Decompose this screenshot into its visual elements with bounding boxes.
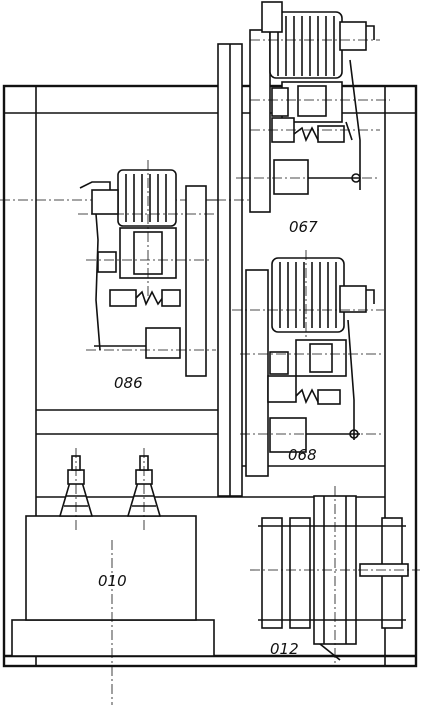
label-010: 010 (98, 572, 127, 590)
relay-067 (236, 1, 390, 213)
mounting-board (0, 43, 262, 497)
relay-086 (78, 160, 216, 377)
label-086: 086 (114, 374, 143, 392)
label-068: 068 (288, 446, 317, 464)
label-012: 012 (270, 640, 299, 658)
label-067: 067 (289, 218, 318, 236)
transformer-010 (11, 448, 215, 705)
relay-068 (232, 250, 384, 477)
resistors-012 (250, 486, 420, 664)
